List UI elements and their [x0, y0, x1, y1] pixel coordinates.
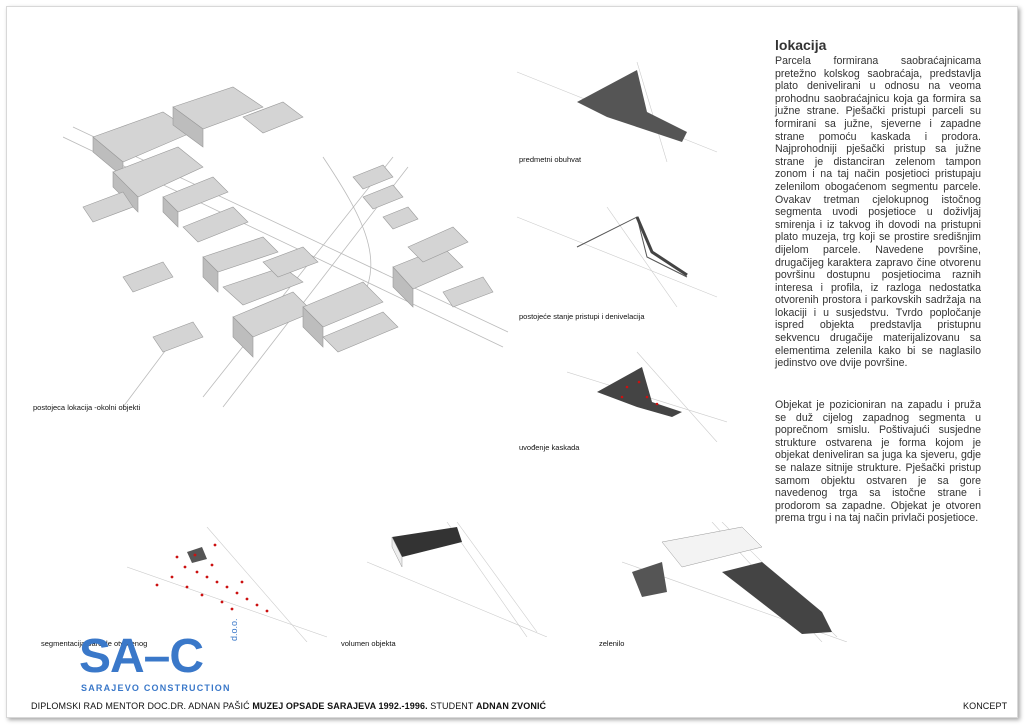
- caption-d3: uvođenje kaskada: [519, 443, 580, 452]
- footer-project: MUZEJ OPSADE SARAJEVA 1992.-1996.: [252, 701, 428, 711]
- presentation-sheet: postojeca lokacija -okolni objekti predm…: [6, 6, 1018, 718]
- sa-c-logo: SA–C d.o.o. SARAJEVO CONSTRUCTION: [79, 618, 269, 697]
- footer-student-label: STUDENT: [430, 701, 474, 711]
- caption-b1: segmentacija parcele otvorenog: [41, 639, 148, 648]
- site-axonometric-drawing: [63, 86, 509, 408]
- section-paragraph-2: Objekat je pozicioniran na zapadu i pruž…: [775, 399, 981, 525]
- footer-prefix: DIPLOMSKI RAD MENTOR DOC.DR. ADNAN PAŠIĆ: [31, 701, 250, 711]
- section-title: lokacija: [775, 37, 827, 53]
- logo-side: d.o.o.: [229, 618, 239, 641]
- diagram-zelenilo: [622, 522, 847, 642]
- caption-b3: zelenilo: [599, 639, 625, 648]
- caption-d1: predmetni obuhvat: [519, 155, 582, 164]
- caption-main: postojeca lokacija -okolni objekti: [33, 403, 141, 412]
- footer-koncept: KONCEPT: [963, 701, 1008, 711]
- footer-student: ADNAN ZVONIĆ: [475, 701, 547, 711]
- footer-credits: DIPLOMSKI RAD MENTOR DOC.DR. ADNAN PAŠIĆ…: [31, 701, 546, 711]
- diagram-kaskade: [567, 351, 727, 442]
- diagram-volumen-objekta: [366, 522, 547, 637]
- diagram-segmentacija: [127, 527, 327, 642]
- caption-b2: volumen objekta: [341, 639, 396, 648]
- logo-mark: SA–C: [79, 630, 204, 683]
- diagram-pristupi-denivelacija: [516, 207, 718, 307]
- section-paragraph-1: Parcela formirana saobraćajnicama pretež…: [775, 55, 981, 370]
- diagram-predmetni-obuhvat: [516, 62, 718, 162]
- logo-subtitle: SARAJEVO CONSTRUCTION: [81, 683, 231, 693]
- caption-d2: postojeće stanje pristupi i denivelacija: [519, 312, 645, 321]
